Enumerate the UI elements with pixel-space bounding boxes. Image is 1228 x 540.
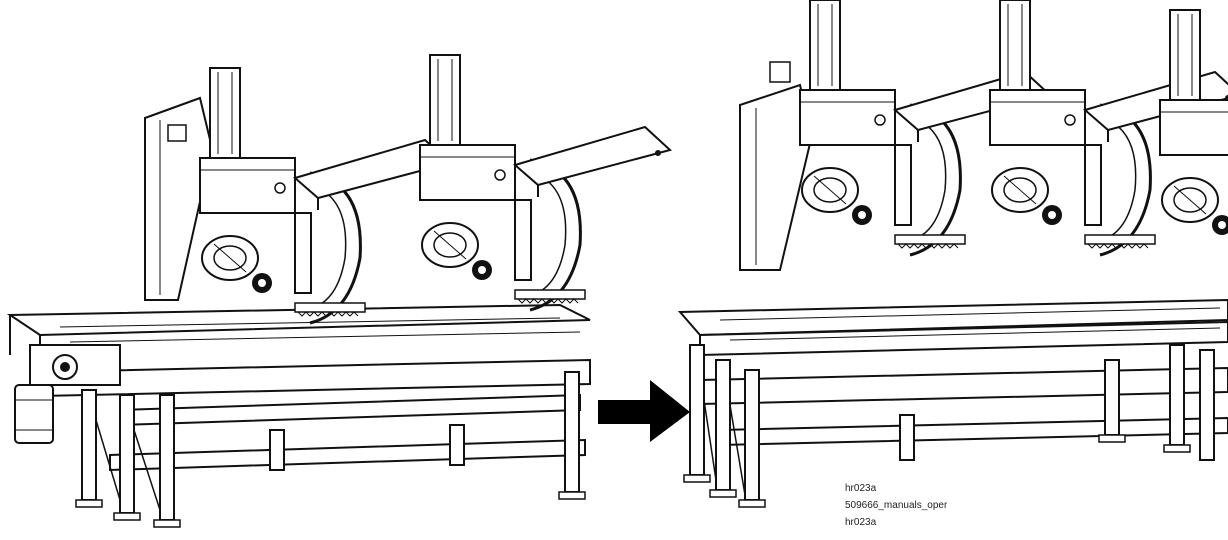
caption-line-2: 509666_manuals_oper: [845, 500, 948, 511]
caption-line-3: hr023a: [845, 517, 877, 528]
machine-after: [677, 0, 1228, 508]
machine-before: [6, 53, 672, 528]
transition-arrow: [598, 380, 690, 442]
caption-line-1: hr023a: [845, 483, 877, 494]
